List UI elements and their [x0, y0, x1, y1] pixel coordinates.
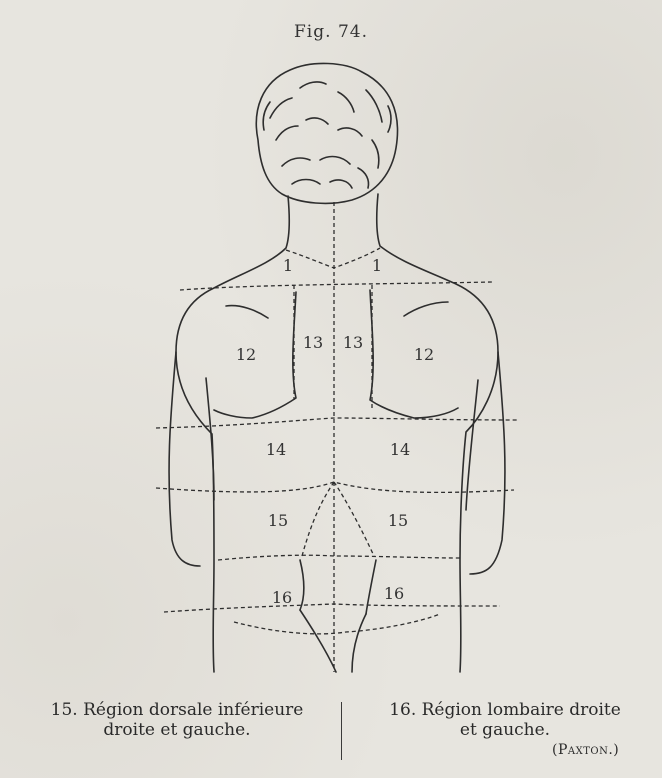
caption-16-line1: 16. Région lombaire droite	[350, 700, 660, 720]
back-regions-diagram: 1 1 12 12 13 13 14 14 15 15 16 16	[0, 0, 662, 700]
region-12-left-label: 12	[236, 345, 256, 364]
region-16-left-label: 16	[272, 588, 292, 607]
caption-region-15: 15. Région dorsale inférieure droite et …	[18, 700, 336, 740]
caption-15-line1: 15. Région dorsale inférieure	[18, 700, 336, 720]
region-1-left-label: 1	[283, 256, 293, 275]
caption-divider	[341, 702, 342, 760]
source-credit: (Paxton.)	[552, 742, 619, 758]
region-12-right-label: 12	[414, 345, 434, 364]
region-14-right-label: 14	[390, 440, 410, 459]
region-boundaries	[156, 202, 518, 672]
region-1-right-label: 1	[372, 256, 382, 275]
region-14-left-label: 14	[266, 440, 286, 459]
torso-outline	[169, 194, 505, 672]
caption-16-line2: et gauche.	[350, 720, 660, 740]
region-13-right-label: 13	[343, 333, 363, 352]
region-15-right-label: 15	[388, 511, 408, 530]
region-15-left-label: 15	[268, 511, 288, 530]
region-16-right-label: 16	[384, 584, 404, 603]
caption-region-16: 16. Région lombaire droite et gauche.	[350, 700, 660, 740]
caption-15-line2: droite et gauche.	[18, 720, 336, 740]
region-13-left-label: 13	[303, 333, 323, 352]
head-hair	[256, 63, 397, 203]
